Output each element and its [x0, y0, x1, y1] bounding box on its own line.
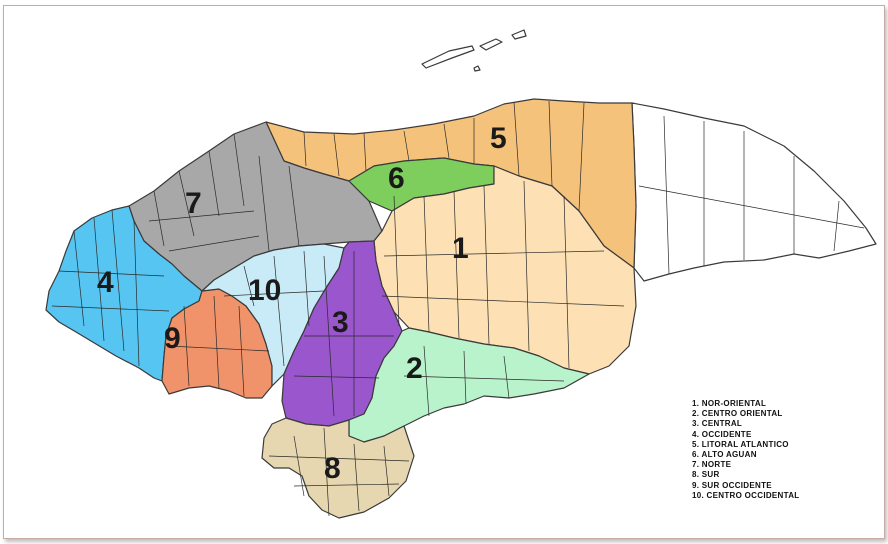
- legend-item: 4. OCCIDENTE: [692, 429, 752, 439]
- legend-item: 7. NORTE: [692, 460, 732, 470]
- region-number-7: 7: [185, 187, 202, 220]
- region-number-3: 3: [332, 306, 349, 339]
- map-frame: 5 6 7 1 4 10 3 9 2 8 1. NOR-ORIENTAL 2. …: [3, 5, 885, 539]
- region-number-8: 8: [324, 452, 341, 485]
- region-centro-oriental[interactable]: [348, 327, 590, 443]
- legend-item: 5. LITORAL ATLANTICO: [692, 439, 789, 449]
- bay-islands[interactable]: [421, 29, 527, 72]
- region-sur[interactable]: [261, 417, 415, 519]
- region-number-1: 1: [452, 232, 469, 265]
- legend-item: 10. CENTRO OCCIDENTAL: [692, 490, 800, 500]
- legend-item: 1. NOR-ORIENTAL: [692, 399, 767, 408]
- region-number-9: 9: [164, 322, 181, 355]
- map-legend: 1. NOR-ORIENTAL 2. CENTRO ORIENTAL 3. CE…: [692, 399, 800, 501]
- region-occidente[interactable]: [45, 205, 203, 382]
- legend-item: 6. ALTO AGUAN: [692, 450, 757, 460]
- legend-item: 9. SUR OCCIDENTE: [692, 480, 772, 490]
- municipal-boundaries: [51, 100, 865, 517]
- honduras-regions-map: 5 6 7 1 4 10 3 9 2 8: [45, 29, 877, 519]
- region-unassigned-east[interactable]: [631, 102, 877, 282]
- region-number-4: 4: [97, 266, 114, 299]
- legend-item: 8. SUR: [692, 470, 720, 480]
- region-number-2: 2: [406, 352, 423, 385]
- region-number-10: 10: [248, 274, 281, 307]
- legend-item: 2. CENTRO ORIENTAL: [692, 409, 783, 419]
- region-number-6: 6: [388, 162, 405, 195]
- region-number-5: 5: [490, 122, 507, 155]
- legend-item: 3. CENTRAL: [692, 419, 743, 429]
